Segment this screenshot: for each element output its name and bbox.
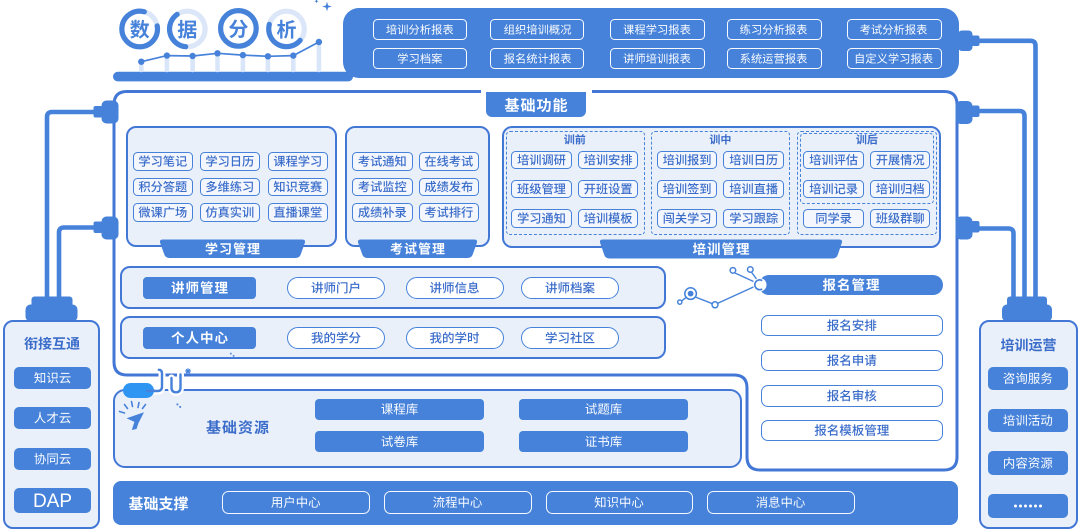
svg-text:DAP: DAP [33,491,72,512]
